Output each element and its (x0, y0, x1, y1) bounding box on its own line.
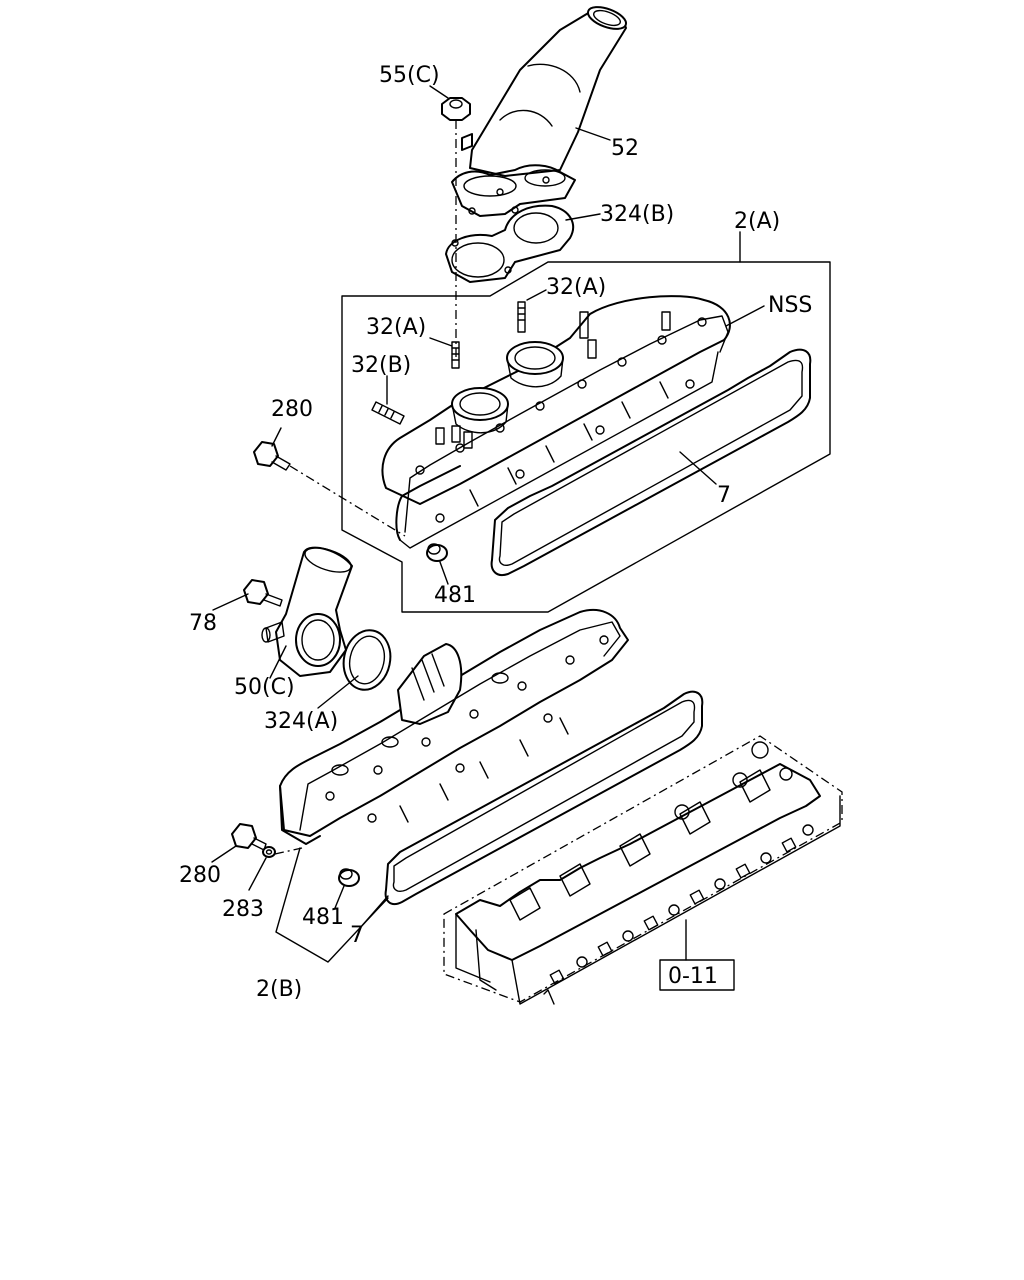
leader-lines (211, 85, 765, 963)
grommet-481-top (426, 543, 448, 562)
label-55c: 55(C) (379, 63, 440, 88)
label-32a-mid: 32(A) (366, 315, 426, 340)
label-32a-top: 32(A) (546, 275, 606, 300)
stud-32b (371, 401, 405, 425)
label-324b: 324(B) (600, 202, 674, 227)
elbow-50c (261, 546, 353, 677)
stud-32a-left (451, 341, 460, 369)
gasket-324b (445, 204, 575, 283)
gasket-324a (342, 629, 392, 691)
label-32b: 32(B) (351, 353, 411, 378)
callout-labels: 55(C) 52 324(B) 2(A) NSS 32(A) 32(A) 32(… (179, 63, 812, 1002)
label-2b: 2(B) (256, 977, 302, 1002)
intake-pipe (451, 6, 628, 217)
label-0-11: 0-11 (668, 964, 718, 989)
grommet-481-bottom (338, 868, 360, 887)
label-481-bottom: 481 (302, 905, 344, 930)
bolt-78 (243, 579, 283, 607)
upper-cover-bolt-holes (415, 317, 707, 523)
label-52: 52 (611, 136, 639, 161)
label-50c: 50(C) (234, 675, 295, 700)
reference-box (659, 959, 735, 991)
cylinder-head (443, 735, 843, 1005)
label-280-bottom: 280 (179, 863, 221, 888)
label-283: 283 (222, 897, 264, 922)
label-324a: 324(A) (264, 709, 338, 734)
nut-55c (441, 97, 471, 121)
lower-head-cover (279, 609, 629, 845)
lower-cover-ribs (399, 717, 569, 823)
label-280-top: 280 (271, 397, 313, 422)
label-78: 78 (189, 611, 217, 636)
bolt-280-top (253, 441, 291, 471)
lower-gasket-7 (384, 690, 704, 906)
label-481-top: 481 (434, 583, 476, 608)
upper-cover-ribs (469, 381, 669, 507)
label-7-bottom: 7 (350, 923, 364, 948)
lower-cover-bolt-holes (325, 635, 609, 823)
label-nss: NSS (768, 293, 812, 318)
assembly-bracket-2a (341, 261, 831, 613)
label-2a: 2(A) (734, 209, 780, 234)
label-7-top: 7 (717, 483, 731, 508)
upper-gasket-7 (490, 348, 812, 576)
bolt-280-bottom (231, 823, 267, 851)
washer-283 (262, 846, 276, 858)
upper-head-cover (381, 295, 731, 549)
stud-32a-right (517, 301, 526, 333)
cylinder-head-ports (549, 824, 814, 985)
